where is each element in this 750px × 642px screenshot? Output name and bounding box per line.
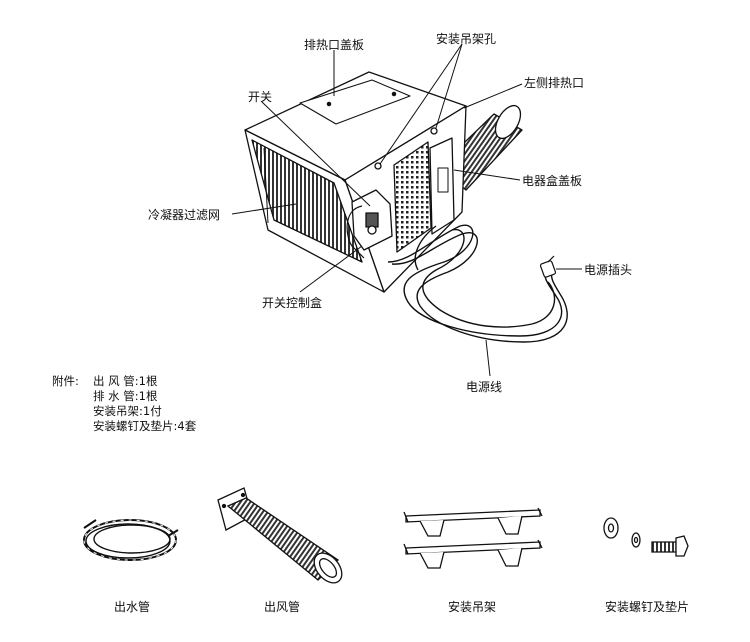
label-left-exhaust: 左侧排热口: [524, 76, 585, 90]
hanger-hole-2: [430, 127, 438, 135]
hanger-drawing: [403, 507, 543, 569]
accessory-item-4: 安装螺钉及垫片:4套: [93, 419, 197, 433]
caption-screws: 安装螺钉及垫片: [604, 600, 689, 614]
accessory-item-2: 排 水 管:1根: [93, 389, 158, 403]
drain-pipe-drawing: [83, 519, 179, 561]
caption-hanger: 安装吊架: [447, 600, 496, 614]
power-plug: [539, 255, 557, 278]
screws-drawing: [603, 517, 689, 557]
side-vent: [393, 141, 432, 253]
label-top-cover: 排热口盖板: [304, 38, 365, 52]
label-electrical-box-cover: 电器盒盖板: [522, 174, 583, 188]
accessories-title: 附件:: [52, 374, 79, 388]
leader-lines: [231, 43, 582, 377]
label-power-plug: 电源插头: [584, 263, 633, 277]
label-power-cord: 电源线: [466, 380, 503, 394]
accessory-item-3: 安装吊架:1付: [93, 404, 162, 418]
accessory-item-1: 出 风 管:1根: [93, 374, 158, 388]
power-cord: [387, 224, 568, 343]
label-switch: 开关: [248, 90, 273, 104]
label-condenser-filter: 冷凝器过滤网: [148, 208, 221, 222]
label-switch-box: 开关控制盒: [262, 296, 323, 310]
main-unit: [244, 71, 523, 293]
hanger-hole-1: [374, 162, 382, 170]
caption-drain-pipe: 出水管: [113, 600, 150, 614]
label-hanger-hole: 安装吊架孔: [436, 32, 497, 46]
caption-air-duct: 出风管: [263, 600, 300, 614]
top-cover-plate: [299, 79, 411, 125]
switch-knob: [365, 212, 379, 228]
air-duct-drawing: [217, 487, 343, 584]
